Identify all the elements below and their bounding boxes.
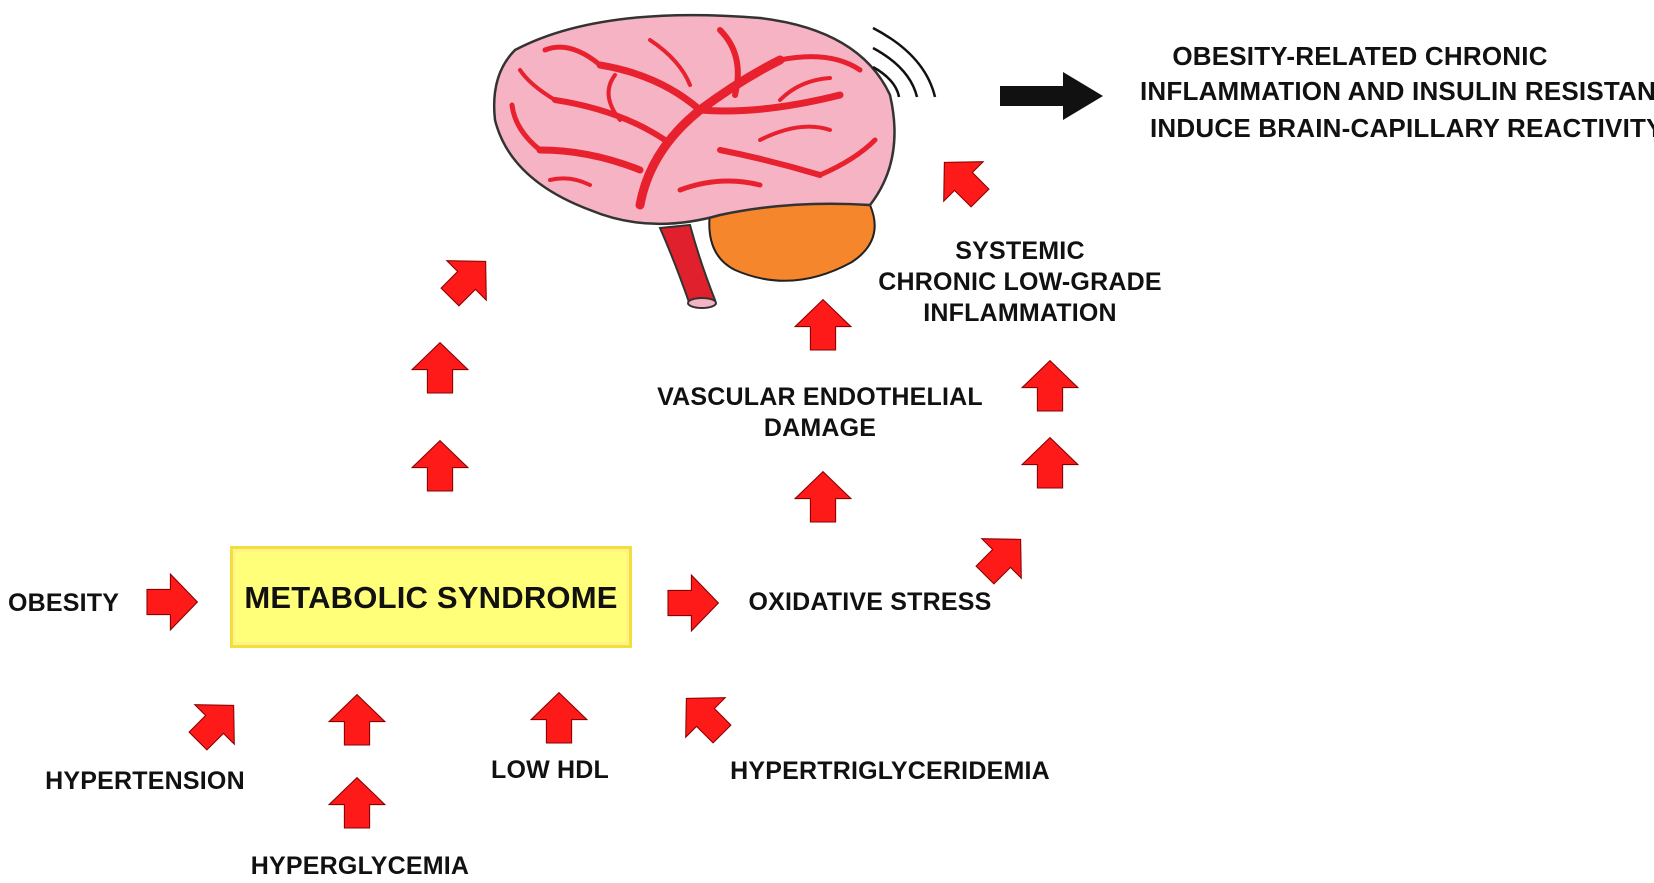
arrow-vascular-lower <box>794 471 852 523</box>
label-inflammation-line-2: CHRONIC LOW-GRADE <box>878 268 1162 296</box>
arrow-hyperglycemia-upper <box>328 694 386 746</box>
signal-waves-icon <box>872 26 937 98</box>
arrow-low-hdl <box>530 692 588 744</box>
arrow-left-2 <box>411 342 469 394</box>
brain-vessels <box>509 27 878 210</box>
arrow-left-1 <box>411 440 469 492</box>
metabolic-syndrome-label: METABOLIC SYNDROME <box>244 580 618 615</box>
cerebellum <box>708 201 876 282</box>
arrow-ms-oxidative <box>667 574 719 632</box>
label-oxidative-stress: OXIDATIVE STRESS <box>748 588 992 616</box>
label-inflammation-line-3: INFLAMMATION <box>923 299 1117 327</box>
arrow-hypertension <box>177 685 254 762</box>
brain-icon <box>493 13 896 309</box>
conclusion-line-1: OBESITY-RELATED CHRONIC <box>1172 41 1548 71</box>
label-inflammation-line-1: SYSTEMIC <box>955 237 1085 265</box>
label-vascular-line-2: DAMAGE <box>763 414 877 442</box>
arrow-left-3 <box>429 241 506 318</box>
arrow-inflammation-lower <box>964 519 1041 596</box>
label-hypertriglyceridemia: HYPERTRIGLYCERIDEMIA <box>730 757 1050 785</box>
label-obesity: OBESITY <box>8 589 120 617</box>
arrow-to-brain <box>924 142 1001 219</box>
brain-stem <box>658 223 717 307</box>
label-low-hdl: LOW HDL <box>490 756 610 784</box>
conclusion-line-2: INFLAMMATION AND INSULIN RESISTANCE <box>1140 76 1654 106</box>
label-vascular-line-1: VASCULAR ENDOTHELIAL <box>657 383 983 411</box>
arrow-vascular-upper <box>794 299 852 351</box>
arrow-inflammation-upper <box>1021 360 1079 412</box>
arrow-inflammation-mid <box>1021 437 1079 489</box>
conclusion-line-3: INDUCE BRAIN-CAPILLARY REACTIVITY <box>1150 113 1654 143</box>
arrow-hypertriglyceridemia <box>666 678 743 755</box>
arrow-hyperglycemia-lower <box>328 777 386 829</box>
label-hypertension: HYPERTENSION <box>45 767 245 795</box>
black-arrow-icon <box>1000 72 1103 120</box>
label-hyperglycemia: HYPERGLYCEMIA <box>250 852 470 880</box>
metabolic-syndrome-box <box>230 546 632 648</box>
arrow-obesity <box>146 573 198 631</box>
